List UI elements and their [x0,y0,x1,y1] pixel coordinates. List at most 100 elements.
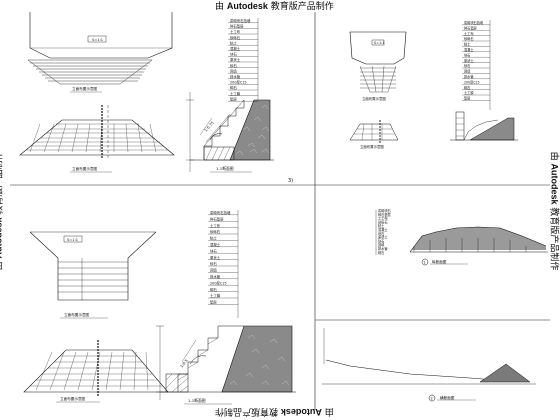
right-middle-index-circle [421,258,429,266]
watermark-left-prefix: 由 [0,261,4,270]
top-right-note: 砌石 [464,85,470,90]
top-right-note: 碎石垫层 [464,25,477,30]
top-right-note: 块石 [464,52,470,57]
top-right-note: 砂砾石 [464,36,474,41]
top-middle-note: 垫层 [230,96,237,101]
watermark-right-prefix: 由 [548,151,559,161]
top-middle-notes: 浆砌块石挡墙碎石垫层土工布砂砾石粘土混凝土块石原状土砂石回填排水管200厚C15… [228,18,258,101]
bottom-middle-note: 排水管 [210,274,221,279]
top-left-stepped-base [27,59,153,85]
top-right-note: 浆砌块石挡墙 [464,20,484,25]
top-left-plan-tag: S=1:1 [92,38,103,42]
bottom-middle-note: 200厚C15 [210,280,227,285]
top-middle-note: 粘土 [230,40,237,45]
top-left-caption-1: 立面布置示意图 [72,86,98,91]
bottom-left-caption-2: 立面布置示意图 [60,396,86,401]
top-right-plan-tag: S=1:1 [374,41,384,45]
right-middle-note: 土工布 [378,216,388,221]
top-middle-note: 浆砌块石挡墙 [230,18,251,23]
top-middle-note: 200厚C15 [230,80,247,85]
right-middle-caption: 纵断面图 [432,259,447,264]
top-middle-note: 砂石 [230,63,237,68]
watermark-top: 由 Autodesk 教育版产品制作 [215,2,334,12]
right-middle-note: 粘土 [378,223,385,228]
top-right-note: 200厚C15 [464,79,480,84]
bottom-middle-note: 粘土 [210,236,217,241]
top-right-drawing [349,20,518,144]
right-middle-note: 碎石垫层 [378,212,391,217]
bottom-middle-drawing [156,210,296,405]
watermark-bottom-brand: Autodesk [280,407,322,417]
watermark-left-suffix: 教育版产品制作 [0,151,5,215]
top-right-note: 土工布 [464,31,474,36]
top-middle-note: 砌石 [230,85,237,90]
top-middle-note: 土工膜 [230,91,241,96]
right-middle-note: 块石 [378,231,384,236]
top-left-drawing [19,12,175,173]
top-right-note: 粘土 [464,42,471,47]
top-middle-drawing [186,18,274,173]
top-middle-note: 排水管 [230,74,241,79]
bottom-middle-caption: 1-1断面图 [188,398,206,403]
right-middle-note: 砌石 [378,250,384,255]
bottom-middle-notes: 浆砌块石挡墙碎石垫层土工布砂砾石粘土混凝土块石原状土砂石回填排水管200厚C15… [208,210,238,305]
top-left-caption-2: 立面布置示意图 [72,166,98,171]
right-middle-drawing [375,210,548,266]
bottom-middle-note: 原状土 [210,255,221,260]
bottom-middle-note: 浆砌块石挡墙 [210,210,231,215]
bottom-middle-slope-label: 1:0.5 [179,357,189,368]
watermark-left: 由 Autodesk 教育版产品制作 [0,152,4,271]
watermark-top-prefix: 由 [215,2,225,12]
bottom-middle-note: 碎石垫层 [210,216,224,221]
right-middle-note: 砂砾石 [378,219,388,224]
watermark-bottom-suffix: 教育版产品制作 [215,406,279,416]
watermark-left-brand: Autodesk [0,217,4,259]
bottom-middle-note: 土工膜 [210,293,221,298]
watermark-right: 由 Autodesk 教育版产品制作 [548,151,560,271]
top-left-elevation-outline [19,119,175,156]
right-middle-index: 1 [424,261,426,265]
right-bottom-mound [479,363,531,383]
top-right-note: 土工膜 [464,90,474,95]
top-left-plan-outline [29,12,173,59]
bottom-middle-note: 块石 [210,248,217,253]
right-middle-note: 原状土 [378,235,388,240]
top-right-note: 回填 [464,69,471,74]
bottom-middle-note: 土工布 [210,223,221,228]
panel-dividers [10,12,550,410]
right-bottom-caption: 横断面图 [440,395,455,400]
right-middle-note: 排水管 [378,246,388,251]
bottom-middle-note: 砂砾石 [210,229,221,234]
top-middle-caption: 1-1断面图 [216,166,234,171]
bottom-left-plan-outline [29,231,157,301]
bottom-left-plan-rows [58,258,128,300]
bottom-middle-note: 垫层 [210,300,217,305]
bottom-middle-note: 混凝土 [210,242,221,247]
top-middle-note: 土工布 [230,29,241,34]
top-right-note: 垫层 [464,96,470,101]
watermark-top-suffix: 教育版产品制作 [270,2,334,12]
right-middle-note: 混凝土 [378,227,388,232]
watermark-right-suffix: 教育版产品制作 [548,207,559,271]
top-middle-note: 碎石垫层 [230,24,244,29]
bottom-middle-note: 砌石 [210,287,217,292]
top-middle-slope-label: 1:0.75 [203,120,215,133]
top-middle-note: 原状土 [230,57,241,62]
watermark-bottom-prefix: 由 [324,406,334,416]
top-right-note: 原状土 [464,58,474,63]
right-bottom-index-circle [428,394,436,402]
bottom-left-elevation-outline [23,349,169,393]
right-bottom-index: 2 [431,397,433,401]
right-bottom-drawing [322,328,536,402]
top-middle-note: 块石 [230,52,237,57]
watermark-top-brand: Autodesk [226,1,268,11]
top-right-note: 混凝土 [464,47,474,52]
watermark-right-brand: Autodesk [549,163,560,205]
bottom-middle-note: 回填 [210,268,217,273]
top-middle-note: 砂砾石 [230,35,241,40]
top-right-note: 砂石 [464,63,470,68]
right-middle-profile-line [409,226,547,253]
top-right-plan-outline [349,31,407,65]
